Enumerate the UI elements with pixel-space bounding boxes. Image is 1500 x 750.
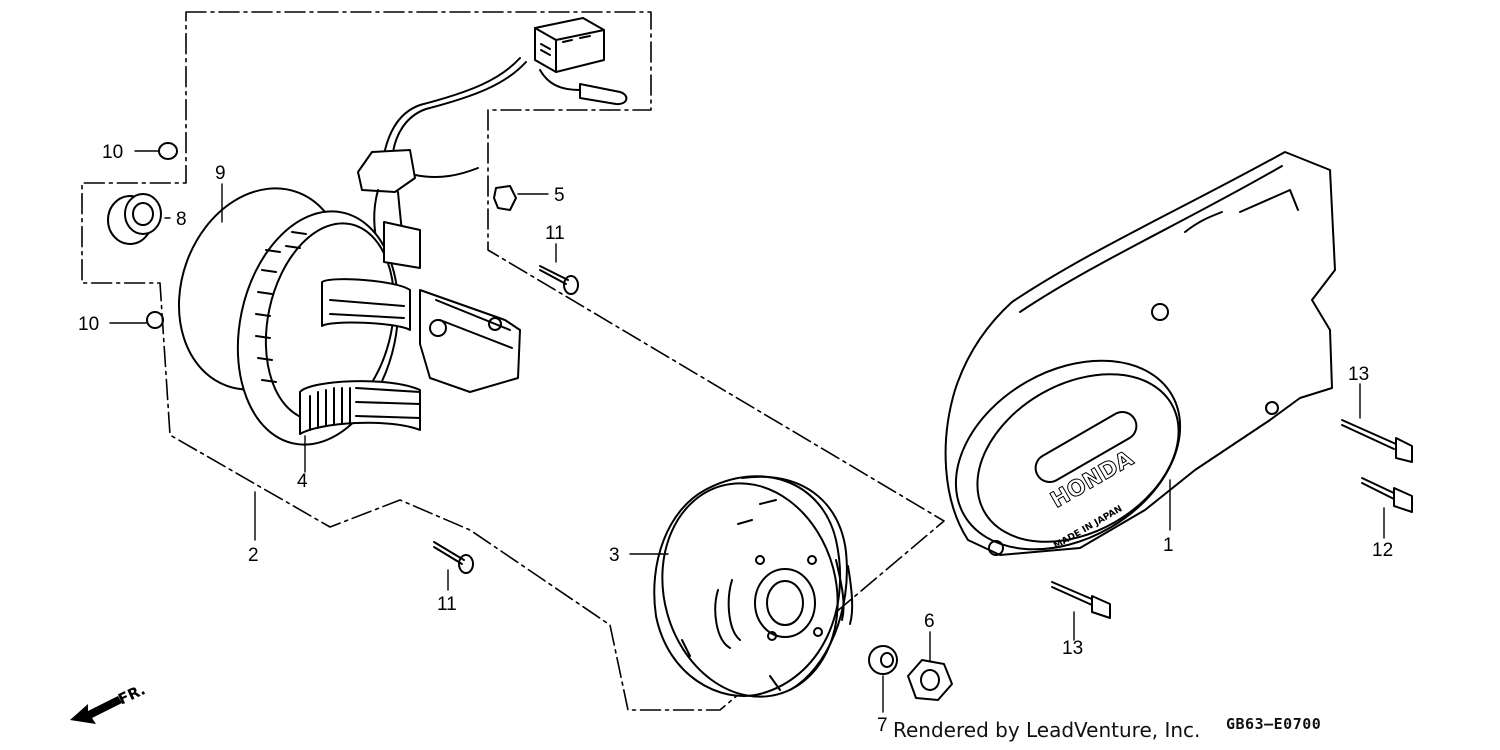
callout-10-lower: 10 bbox=[78, 314, 99, 335]
screw-lower bbox=[433, 541, 474, 574]
callout-10-upper: 10 bbox=[102, 142, 123, 163]
flywheel-rotor bbox=[653, 475, 854, 698]
credit-text: Rendered by LeadVenture, Inc. bbox=[893, 718, 1201, 742]
washer-lower bbox=[146, 311, 164, 329]
front-direction-label: FR. bbox=[115, 680, 148, 708]
bolt-middle bbox=[1361, 477, 1413, 513]
stator-assembly-boundary bbox=[81, 11, 945, 711]
callout-13-upper: 13 bbox=[1348, 364, 1369, 385]
callout-1: 1 bbox=[1163, 535, 1174, 556]
callout-8: 8 bbox=[176, 209, 187, 230]
callout-7: 7 bbox=[877, 715, 888, 736]
stator-plate bbox=[236, 210, 521, 446]
bolt-lower bbox=[1051, 581, 1111, 619]
hex-nut bbox=[907, 659, 953, 701]
callout-12: 12 bbox=[1372, 540, 1393, 561]
callout-11-upper: 11 bbox=[545, 223, 565, 244]
callout-5: 5 bbox=[554, 185, 565, 206]
callout-3: 3 bbox=[609, 545, 620, 566]
crankcase-cover bbox=[944, 151, 1336, 556]
front-direction-arrow-icon: FR. bbox=[70, 680, 148, 724]
grommet bbox=[493, 185, 517, 211]
figure-code: GB63–E0700 bbox=[1226, 715, 1322, 733]
callout-13-lower: 13 bbox=[1062, 638, 1083, 659]
screw-upper bbox=[539, 265, 579, 295]
callout-labels: 1 2 3 4 5 6 7 8 9 10 10 11 11 12 13 13 bbox=[78, 142, 1393, 736]
flat-washer bbox=[868, 645, 898, 675]
callout-2: 2 bbox=[248, 545, 259, 566]
callout-4: 4 bbox=[297, 471, 308, 492]
bolt-upper bbox=[1341, 419, 1413, 463]
callout-9: 9 bbox=[215, 163, 226, 184]
washer-upper bbox=[158, 142, 178, 160]
callout-11-lower: 11 bbox=[437, 594, 457, 615]
leader-lines bbox=[109, 150, 1385, 713]
wire-harness bbox=[357, 17, 628, 251]
callout-6: 6 bbox=[924, 611, 935, 632]
oil-seal bbox=[107, 193, 162, 245]
